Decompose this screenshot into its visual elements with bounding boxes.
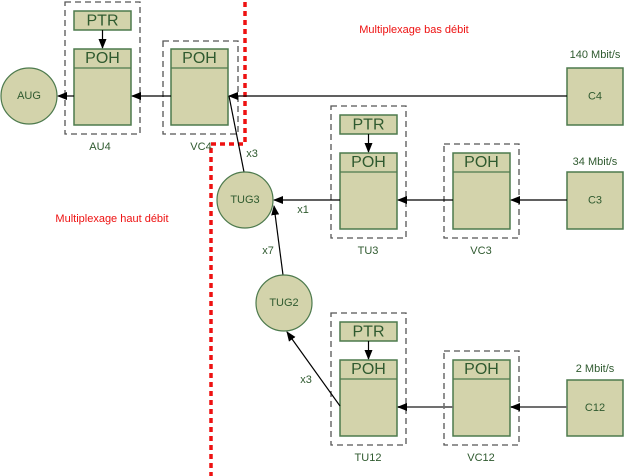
c12-container [566,379,624,437]
tu3-label: TU3 [358,245,379,257]
tu3-poh-label: POH [351,154,386,171]
au4-poh-label: POH [85,50,120,67]
tu12-container [339,359,398,437]
mult-vc4-tug3: x3 [246,148,258,160]
vc3-label: VC3 [470,245,491,257]
c3-label: C3 [588,195,602,207]
au4-container [73,48,132,126]
c12-label: C12 [585,402,605,414]
vc4-group[interactable]: POH VC4 [162,40,239,153]
tu12-ptr-label: PTR [353,324,385,341]
vc3-poh-label: POH [464,154,499,171]
tug3-label: TUG3 [230,194,259,206]
vc3-boundary [443,143,520,239]
tu3-group[interactable]: PTR POH TU3 [330,105,407,257]
edge-tug3-to-vc4 [228,95,245,173]
tug3-node[interactable]: TUG3 [216,171,274,229]
vc3-group[interactable]: POH VC3 [443,143,520,257]
c4-container [566,67,624,126]
tu12-group[interactable]: PTR POH TU12 [330,312,407,464]
tug2-label: TUG2 [269,297,298,309]
c12-group[interactable]: 2 Mbit/s C12 [566,363,624,437]
c3-group[interactable]: 34 Mbit/s C3 [566,156,624,230]
mult-tu12-tug2: x3 [300,374,312,386]
tu3-container [339,152,398,230]
mult-tug2-tug3: x7 [262,245,274,257]
c4-rate: 140 Mbit/s [570,49,621,61]
vc12-label: VC12 [467,452,495,464]
vc12-group[interactable]: POH VC12 [443,350,520,464]
edge-tug2-to-tug3 [271,205,284,276]
vc4-poh-label: POH [182,50,217,67]
c3-rate: 34 Mbit/s [573,156,618,168]
tu12-poh-label: POH [351,361,386,378]
tu3-ptr-label: PTR [353,117,385,134]
au4-group[interactable]: PTR POH AU4 [64,1,141,153]
vc3-container [452,152,511,230]
au4-label: AU4 [89,141,110,153]
tu3-boundary [330,105,407,239]
c4-label: C4 [588,91,602,103]
vc4-boundary [162,40,239,135]
region-label-high-rate: Multiplexage haut débit [55,213,168,225]
vc12-poh-label: POH [464,361,499,378]
aug-node[interactable]: AUG [0,67,58,125]
edge-tu12-to-tug2 [286,331,341,407]
c12-rate: 2 Mbit/s [576,363,615,375]
vc12-boundary [443,350,520,446]
region-label-low-rate: Multiplexage bas débit [359,24,468,36]
aug-label: AUG [17,90,41,102]
vc4-container [170,48,229,126]
mult-tu3-tug3: x1 [297,204,309,216]
au4-ptr-label: PTR [87,13,119,30]
tu12-boundary [330,312,407,446]
vc4-label: VC4 [190,141,211,153]
vc12-container [452,359,511,437]
tu12-label: TU12 [355,452,382,464]
tug2-node[interactable]: TUG2 [255,274,313,332]
au4-boundary [64,1,141,135]
c4-group[interactable]: 140 Mbit/s C4 [566,49,624,126]
region-boundary [209,2,247,476]
c3-container [566,171,624,230]
